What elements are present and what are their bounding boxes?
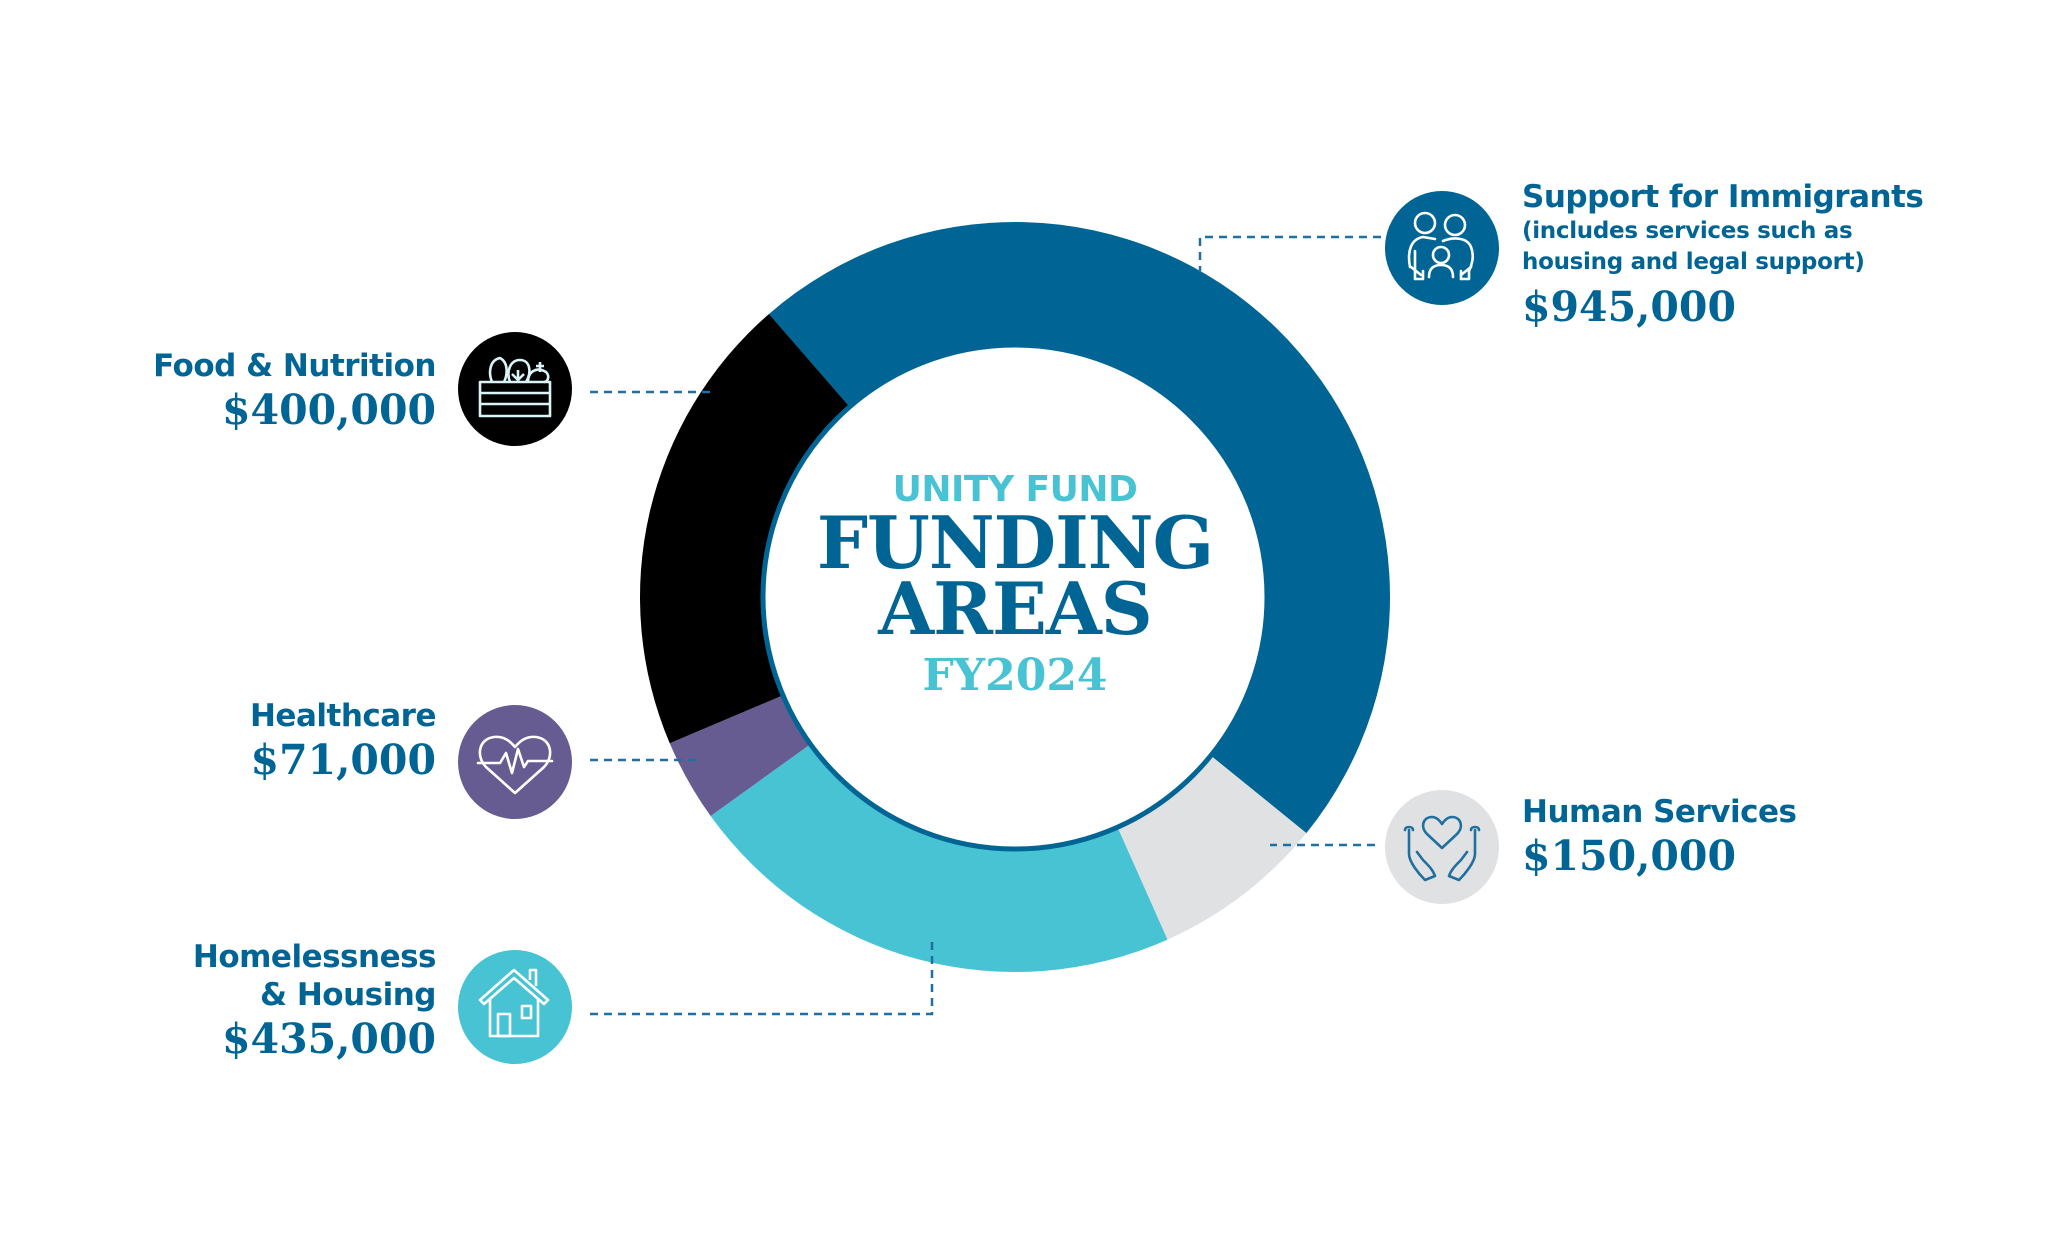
- donut-segment-food-nutrition: [640, 313, 851, 744]
- connector-immigrants: [1198, 235, 1381, 272]
- fund-name: UNITY FUND: [892, 469, 1138, 510]
- connector-homelessness: [590, 940, 934, 1016]
- produce-crate-icon: [458, 332, 572, 446]
- area-name: Support for Immigrants: [1522, 179, 1924, 215]
- area-name: Human Services: [1522, 794, 1797, 830]
- center-title: UNITY FUND FUNDING AREAS FY2024: [815, 470, 1215, 704]
- title-line-1: FUNDING: [816, 500, 1214, 585]
- connector-lines: [590, 235, 1381, 1016]
- area-note-1: (includes services such as: [1522, 218, 1853, 244]
- area-name: Food & Nutrition: [153, 348, 436, 384]
- area-amount: $71,000: [250, 736, 436, 784]
- area-name: Healthcare: [249, 698, 437, 734]
- area-amount: $400,000: [222, 386, 436, 434]
- label-human-services: Human Services $150,000: [1522, 793, 1797, 881]
- hands-heart-icon: [1385, 790, 1499, 904]
- title-line-2: AREAS: [878, 566, 1152, 651]
- area-name-line-2: & Housing: [260, 977, 436, 1013]
- area-note-2: housing and legal support): [1522, 249, 1865, 275]
- donut-segment-support-for-immigrants: [768, 222, 1390, 834]
- label-food: Food & Nutrition $400,000: [130, 347, 436, 435]
- donut-segments: [640, 222, 1390, 972]
- house-icon: [458, 950, 572, 1064]
- area-amount: $945,000: [1522, 283, 1736, 331]
- heart-pulse-icon: [458, 705, 572, 819]
- donut-segment-homelessness-housing: [710, 743, 1168, 972]
- family-icon: [1385, 191, 1499, 305]
- inner-ring: [760, 342, 1270, 852]
- area-amount: $150,000: [1522, 832, 1736, 880]
- label-healthcare: Healthcare $71,000: [160, 697, 437, 785]
- area-name-line-1: Homelessness: [192, 939, 437, 975]
- label-homelessness: Homelessness & Housing $435,000: [160, 938, 437, 1064]
- area-amount: $435,000: [222, 1015, 436, 1063]
- fiscal-year: FY2024: [922, 650, 1108, 701]
- label-immigrants: Support for Immigrants (includes service…: [1522, 178, 1924, 332]
- donut-hole: [766, 348, 1264, 846]
- donut-segment-healthcare: [669, 694, 813, 817]
